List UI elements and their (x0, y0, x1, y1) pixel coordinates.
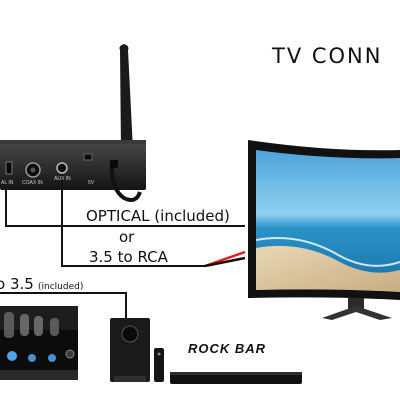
port-label-coax: COAX IN (22, 180, 43, 186)
transmitter-icon (0, 140, 146, 200)
optical-cable-label: OPTICAL (included) (86, 207, 230, 225)
port-label-aux: AUX IN (54, 176, 71, 182)
port-label-power: 5V (88, 180, 94, 186)
tube-amplifier-icon (0, 306, 78, 380)
aux-port (57, 163, 67, 173)
page-title: TV CONN (272, 44, 382, 68)
rca-cable-label: 3.5 to RCA (89, 248, 168, 266)
port-label-optical: AL IN (1, 180, 13, 186)
rock-bar-label: ROCK BAR (188, 341, 266, 356)
or-label: or (119, 228, 134, 246)
remote-icon (154, 348, 164, 382)
aux-cable-included-label: (included) (38, 282, 83, 292)
tv-icon (248, 140, 400, 320)
speaker-icon (110, 318, 150, 382)
soundbar-icon (170, 372, 302, 384)
aux-cable-label: o 3.5 (0, 275, 34, 293)
